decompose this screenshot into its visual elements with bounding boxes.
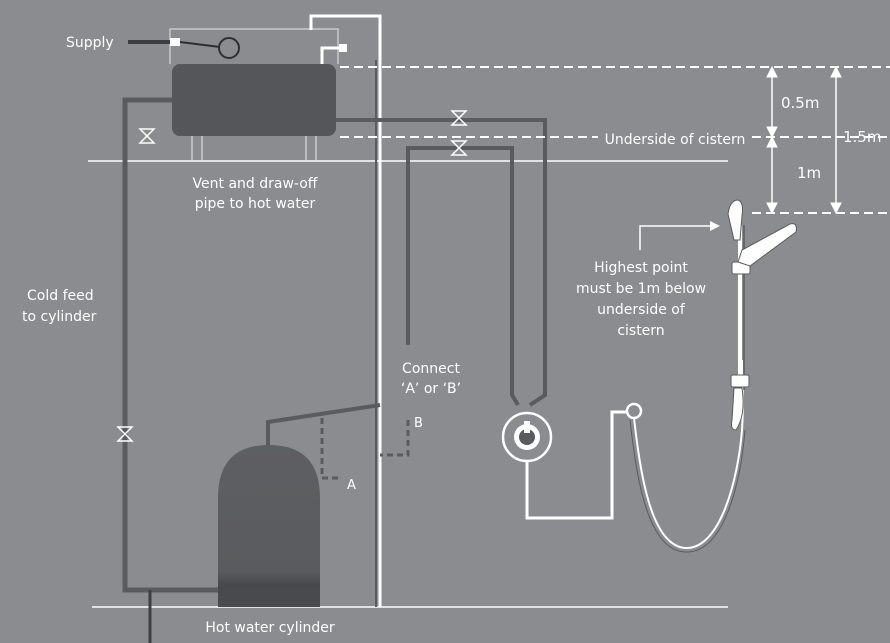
highest-point-line2: must be 1m below (576, 281, 706, 297)
hot-water-cylinder (218, 445, 320, 607)
cistern-frame (169, 28, 339, 64)
connect-b-pipe (380, 420, 410, 457)
dimension-arrow-upper (766, 65, 778, 139)
dimension-arrow-lower (766, 135, 778, 215)
cold-feed-label-line1: Cold feed (27, 288, 94, 304)
shower-cold-pipe (336, 118, 547, 407)
underside-cistern-label: Underside of cistern (605, 132, 746, 148)
rail-bottom-bracket (731, 387, 744, 431)
connect-label-line2: ‘A’ or ‘B’ (401, 381, 461, 397)
connect-a-pipe (320, 418, 342, 480)
highest-point-line3: underside of (597, 302, 686, 318)
mixer-outlet-pipe (525, 410, 630, 520)
dimension-lower-label: 1m (797, 164, 821, 182)
highest-point-line1: Highest point (594, 260, 688, 276)
supply-label: Supply (66, 35, 114, 51)
valve-icon (450, 110, 468, 126)
dimension-total-label: 1.5m (843, 128, 881, 146)
highest-point-line4: cistern (617, 323, 664, 339)
cistern-outlet-pipe (320, 46, 340, 64)
shower-head-icon (737, 223, 797, 267)
vent-pipe (309, 14, 382, 607)
dimension-arrow-total (830, 65, 842, 215)
cylinder-outlet-pipe (266, 403, 381, 448)
connect-label-line1: Connect (402, 361, 460, 377)
dimension-upper-label: 0.5m (781, 94, 819, 112)
valve-icon (138, 128, 156, 144)
rail-lower-slider (730, 374, 750, 388)
valve-icon (450, 140, 468, 156)
rail-top-bracket (727, 199, 743, 241)
hose-connector (625, 402, 643, 420)
cold-feed-pipe (122, 97, 222, 593)
valve-icon (116, 426, 134, 442)
shower-mixer-valve (501, 411, 553, 463)
point-b-label: B (414, 416, 423, 431)
shower-hose-inner (629, 419, 746, 553)
float-ball (218, 37, 240, 59)
supply-valve (170, 38, 180, 46)
vent-label-line1: Vent and draw-off (193, 176, 318, 192)
cold-feed-label-line2: to cylinder (22, 309, 97, 325)
shower-hot-pipe (406, 146, 520, 407)
cold-water-cistern (172, 64, 336, 136)
hot-water-cylinder-label: Hot water cylinder (205, 620, 335, 636)
point-a-label: A (347, 478, 356, 493)
float-arm (179, 41, 221, 48)
vent-label-line2: pipe to hot water (195, 196, 316, 212)
highest-point-pointer (639, 221, 720, 250)
outlet-valve (339, 44, 347, 52)
